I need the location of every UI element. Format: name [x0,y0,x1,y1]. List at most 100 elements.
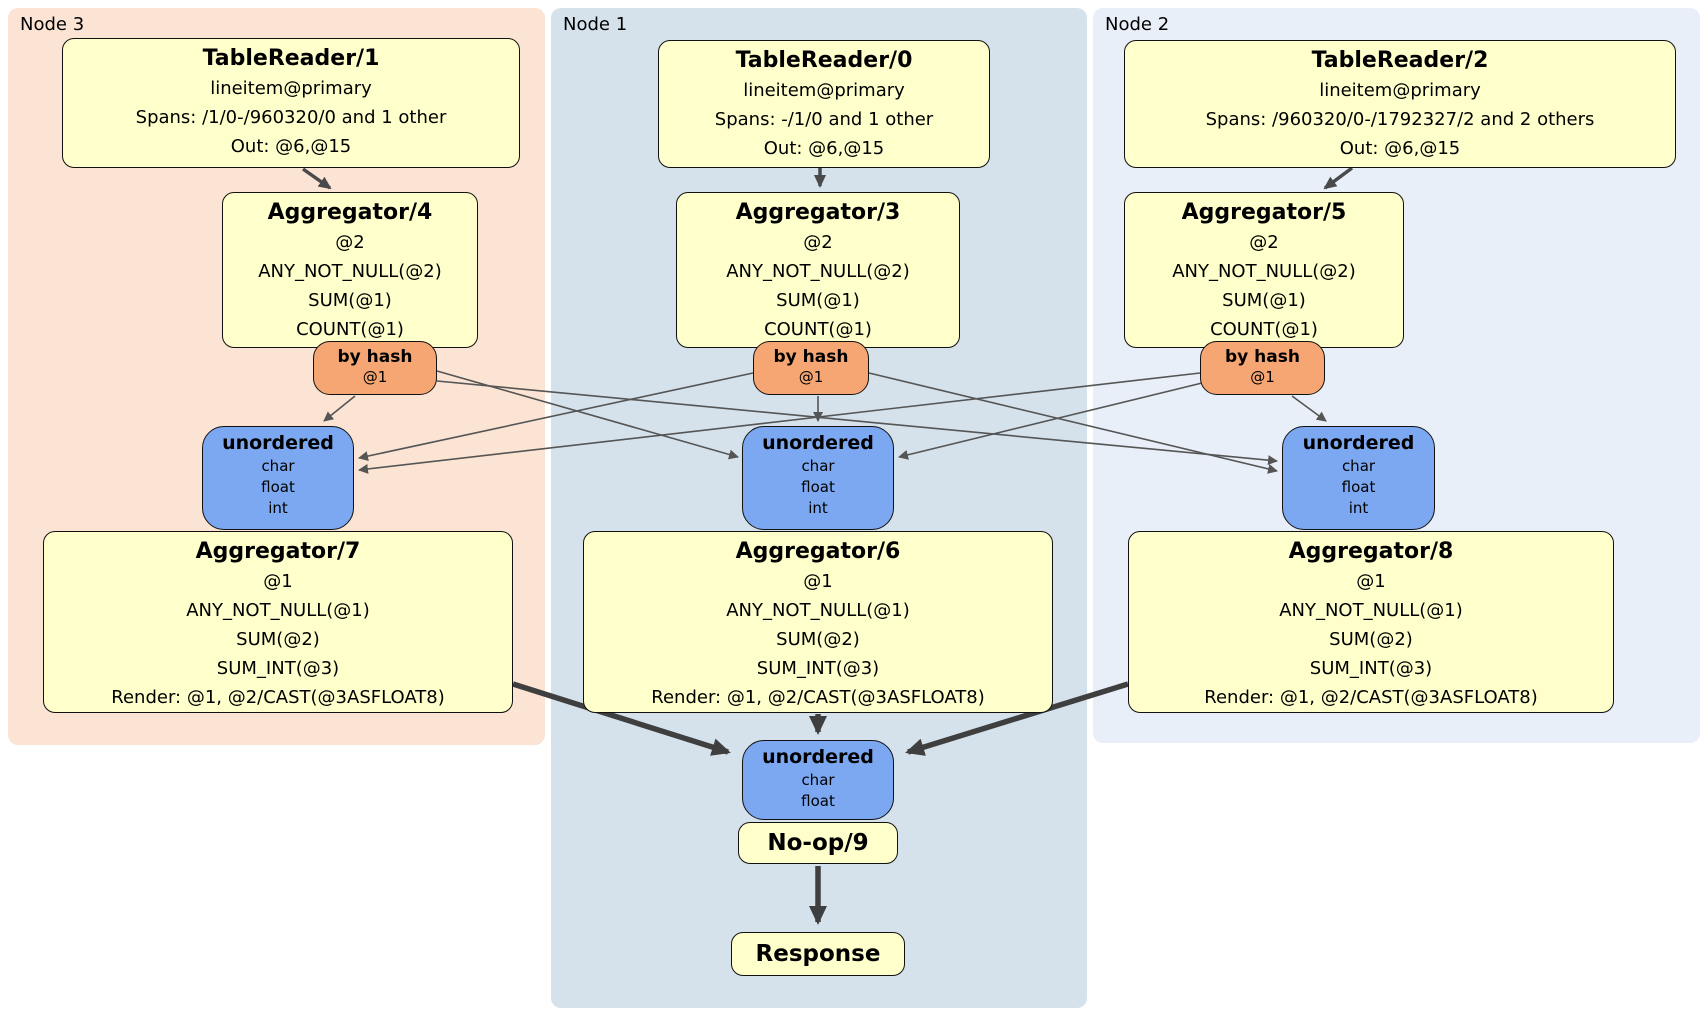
box-line: SUM_INT(@3) [216,658,340,679]
sync-title: unordered [222,432,334,454]
box-title: TableReader/2 [1311,48,1489,73]
box-line: @1 [263,571,293,592]
box-line: SUM_INT(@3) [756,658,880,679]
box-title: TableReader/1 [202,46,380,71]
unordered-sync-node1: unordered char float int [742,426,894,530]
router-line: @1 [1250,368,1275,386]
router-title: by hash [773,347,849,367]
box-line: Out: @6,@15 [230,136,352,157]
box-line: Spans: /960320/0-/1792327/2 and 2 others [1205,109,1595,130]
sync-title: unordered [762,746,874,768]
tablereader-arrows [301,166,1354,190]
sync-title: unordered [762,432,874,454]
box-line: ANY_NOT_NULL(@2) [258,261,442,282]
response-box: Response [731,932,905,976]
by-hash-router-node2: by hash @1 [1200,341,1325,395]
box-line: SUM(@2) [236,629,320,650]
box-line: Out: @6,@15 [1339,138,1461,159]
sync-line: int [808,499,828,517]
thick-edges [512,681,1129,925]
edge-hash2-u1 [898,382,1203,460]
sync-line: int [1348,499,1369,517]
box-line: SUM(@1) [1222,290,1306,311]
box-title: Response [755,941,881,967]
edge-hash2-u2 [1291,395,1327,422]
edge-tr2-agg5 [1323,166,1354,190]
box-line: lineitem@primary [210,78,372,99]
sync-line: char [801,771,835,789]
box-line: SUM(@2) [1329,629,1413,650]
box-title: TableReader/0 [735,48,913,73]
box-line: lineitem@primary [743,80,905,101]
box-line: COUNT(@1) [764,319,872,340]
box-line: ANY_NOT_NULL(@2) [726,261,910,282]
unordered-sync-node3: unordered char float int [202,426,354,530]
box-line: SUM_INT(@3) [1309,658,1433,679]
box-line: COUNT(@1) [296,319,404,340]
aggregator-7-box: Aggregator/7 @1 ANY_NOT_NULL(@1) SUM(@2)… [43,531,513,713]
by-hash-router-node3: by hash @1 [313,341,437,395]
box-line: SUM(@1) [776,290,860,311]
edge-hash2-u3 [358,372,1201,474]
sync-line: char [261,457,295,475]
router-title: by hash [337,347,413,367]
box-line: ANY_NOT_NULL(@2) [1172,261,1356,282]
box-line: Render: @1, @2/CAST(@3ASFLOAT8) [1204,687,1538,708]
box-title: No-op/9 [767,830,869,856]
sync-title: unordered [1302,432,1415,454]
box-line: Spans: /1/0-/960320/0 and 1 other [135,107,447,128]
box-line: SUM(@2) [776,629,860,650]
box-line: @2 [335,232,365,253]
box-line: Out: @6,@15 [763,138,885,159]
aggregator-3-box: Aggregator/3 @2 ANY_NOT_NULL(@2) SUM(@1)… [676,192,960,348]
router-line: @1 [798,368,824,386]
by-hash-router-node1: by hash @1 [753,341,869,395]
box-line: lineitem@primary [1319,80,1481,101]
box-title: Aggregator/8 [1288,539,1454,564]
box-line: @2 [1249,232,1279,253]
router-line: @1 [362,368,388,386]
box-line: Spans: -/1/0 and 1 other [714,109,934,130]
aggregator-8-box: Aggregator/8 @1 ANY_NOT_NULL(@1) SUM(@2)… [1128,531,1614,713]
edge-hash1-u2 [868,372,1278,474]
sync-line: int [268,499,288,517]
edge-agg7-uf [512,681,731,756]
unordered-sync-node2: unordered char float int [1282,426,1435,530]
box-title: Aggregator/6 [735,539,901,564]
box-line: @1 [1356,571,1386,592]
sync-line: char [801,457,835,475]
box-title: Aggregator/5 [1181,200,1347,225]
hash-mesh-edges [323,370,1327,474]
box-line: @1 [803,571,833,592]
aggregator-6-box: Aggregator/6 @1 ANY_NOT_NULL(@1) SUM(@2)… [583,531,1053,713]
node3-panel-label: Node 3 [20,14,85,35]
aggregator-5-box: Aggregator/5 @2 ANY_NOT_NULL(@2) SUM(@1)… [1124,192,1404,348]
box-title: Aggregator/4 [267,200,433,225]
sync-line: float [801,478,835,496]
sync-line: char [1341,457,1376,475]
box-title: Aggregator/7 [195,539,361,564]
tablereader-2-box: TableReader/2 lineitem@primary Spans: /9… [1124,40,1676,168]
sync-line: float [801,792,835,810]
box-line: SUM(@1) [308,290,392,311]
box-line: Render: @1, @2/CAST(@3ASFLOAT8) [651,687,985,708]
edge-tr1-agg4 [301,167,332,190]
aggregator-4-box: Aggregator/4 @2 ANY_NOT_NULL(@2) SUM(@1)… [222,192,478,348]
edge-agg8-uf [905,681,1129,756]
edge-hash3-u3 [323,395,356,422]
tablereader-0-box: TableReader/0 lineitem@primary Spans: -/… [658,40,990,168]
sync-line: float [261,478,295,496]
box-line: ANY_NOT_NULL(@1) [186,600,370,621]
box-line: @2 [803,232,833,253]
box-line: ANY_NOT_NULL(@1) [1279,600,1463,621]
box-line: ANY_NOT_NULL(@1) [726,600,910,621]
box-line: Render: @1, @2/CAST(@3ASFLOAT8) [111,687,445,708]
edge-hash1-u3 [358,372,754,461]
edge-hash3-u2 [436,380,1278,466]
node1-panel-label: Node 1 [563,14,628,35]
unordered-sync-final: unordered char float [742,740,894,820]
noop-box: No-op/9 [738,822,898,864]
sync-line: float [1341,478,1376,496]
